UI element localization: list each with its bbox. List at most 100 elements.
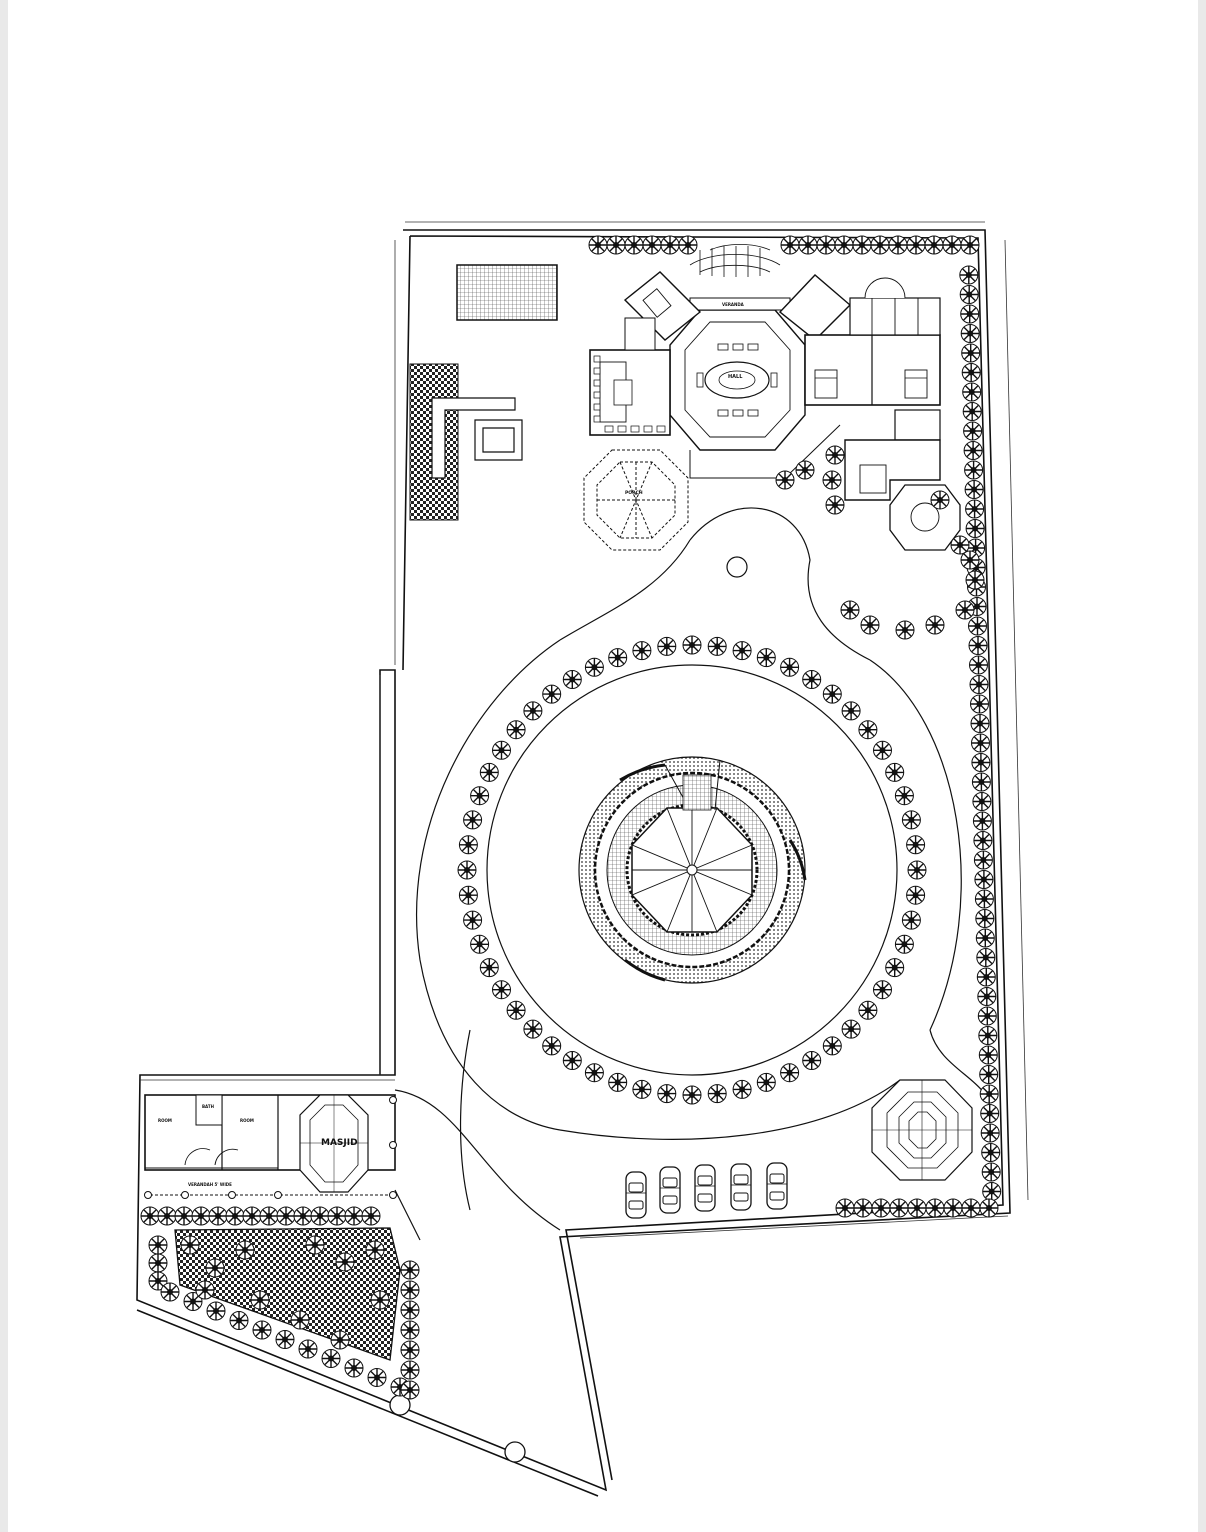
tree-icon	[400, 1300, 420, 1320]
tree-icon	[732, 1079, 752, 1100]
tree-icon	[588, 235, 608, 255]
tree-icon	[950, 535, 970, 555]
tree-icon	[971, 752, 991, 773]
tree-icon	[458, 885, 479, 905]
central-roundabout	[486, 664, 898, 1076]
tree-icon	[822, 470, 842, 490]
tree-icon	[979, 1064, 999, 1085]
tree-icon	[780, 235, 800, 255]
tree-icon	[562, 1050, 582, 1071]
tree-icon	[608, 647, 628, 668]
tree-icon	[960, 304, 980, 324]
tree-icon	[981, 1142, 1001, 1163]
tree-icon	[608, 1072, 628, 1093]
tree-icon	[400, 1280, 420, 1300]
tree-icon	[756, 647, 776, 668]
tree-icon	[959, 284, 979, 305]
tree-icon	[305, 1235, 325, 1255]
tree-icon	[795, 460, 815, 480]
tree-icon	[310, 1206, 330, 1226]
tree-icon	[491, 980, 512, 1000]
tree-icon	[523, 701, 543, 721]
tree-icon	[756, 1072, 776, 1093]
tree-icon	[327, 1206, 347, 1226]
tree-icon	[978, 1045, 998, 1065]
tree-icon	[321, 1348, 341, 1369]
tree-icon	[367, 1367, 387, 1388]
tree-icon	[961, 343, 981, 363]
tree-icon	[330, 1330, 350, 1350]
masjid-label: MASJID	[321, 1138, 358, 1148]
hall-label: HALL	[728, 374, 743, 380]
tree-icon	[963, 460, 984, 480]
tree-icon	[469, 786, 490, 806]
tree-icon	[925, 615, 945, 635]
tree-icon	[970, 733, 991, 753]
tree-icon	[962, 382, 982, 402]
tree-icon	[972, 811, 993, 831]
tree-icon	[907, 860, 927, 880]
tree-icon	[335, 1252, 355, 1272]
tree-icon	[963, 440, 983, 461]
tree-icon	[400, 1360, 420, 1380]
tree-icon	[584, 657, 605, 677]
tree-icon	[157, 1206, 177, 1226]
tree-icon	[969, 694, 990, 714]
tree-icon	[682, 635, 702, 655]
tree-icon	[974, 889, 995, 909]
tree-icon	[977, 986, 997, 1007]
tree-icon	[960, 323, 980, 344]
tree-icon	[858, 720, 878, 740]
tree-icon	[400, 1340, 420, 1360]
tree-icon	[229, 1310, 249, 1331]
tree-icon	[798, 235, 818, 255]
tree-icon	[825, 445, 845, 465]
tree-icon	[205, 1258, 225, 1278]
tree-icon	[606, 235, 626, 255]
tree-icon	[852, 235, 872, 255]
c-shaped-structure	[431, 397, 523, 479]
tree-icon	[834, 235, 854, 255]
tree-icon	[506, 1000, 526, 1020]
tree-icon	[907, 1198, 927, 1218]
porch-octagon	[583, 449, 689, 551]
tree-icon	[959, 265, 979, 285]
tree-icon	[901, 810, 922, 830]
tree-icon	[180, 1235, 200, 1255]
tree-icon	[980, 1103, 1000, 1124]
fountain-icon	[726, 556, 748, 578]
tree-icon	[853, 1198, 873, 1218]
tree-icon	[978, 1025, 998, 1046]
veranda-label: VERANDA	[722, 302, 745, 307]
tree-icon	[860, 615, 880, 635]
tree-icon	[206, 1301, 226, 1321]
tree-icon	[972, 791, 992, 812]
tree-icon	[542, 1036, 562, 1056]
tree-icon	[275, 1329, 295, 1350]
tree-icon	[584, 1062, 605, 1083]
tree-icon	[975, 928, 995, 948]
tree-icon	[191, 1206, 211, 1226]
tree-icon	[779, 1062, 800, 1083]
tree-icon	[370, 1290, 390, 1310]
tree-icon	[562, 669, 582, 690]
tree-icon	[276, 1206, 296, 1226]
tree-icon	[365, 1240, 385, 1260]
tree-icon	[889, 1198, 909, 1218]
tree-icon	[930, 490, 950, 510]
tree-icon	[973, 850, 994, 870]
tree-icon	[491, 740, 512, 760]
room-label-right: ROOM	[240, 1118, 254, 1123]
plan-labels: MASJID HALL VERANDA PORCH ROOM BATH ROOM…	[158, 302, 745, 1187]
gate-post-icon	[504, 1441, 526, 1463]
tree-icon	[208, 1206, 228, 1226]
tree-icon	[259, 1206, 279, 1226]
tree-icon	[962, 421, 983, 441]
tree-icon	[235, 1240, 255, 1260]
masjid-complex	[144, 1094, 397, 1199]
tree-icon	[479, 762, 499, 783]
tree-icon	[732, 640, 752, 661]
tree-icon	[894, 786, 915, 806]
tree-icon	[457, 860, 477, 880]
tree-icon	[469, 934, 490, 954]
